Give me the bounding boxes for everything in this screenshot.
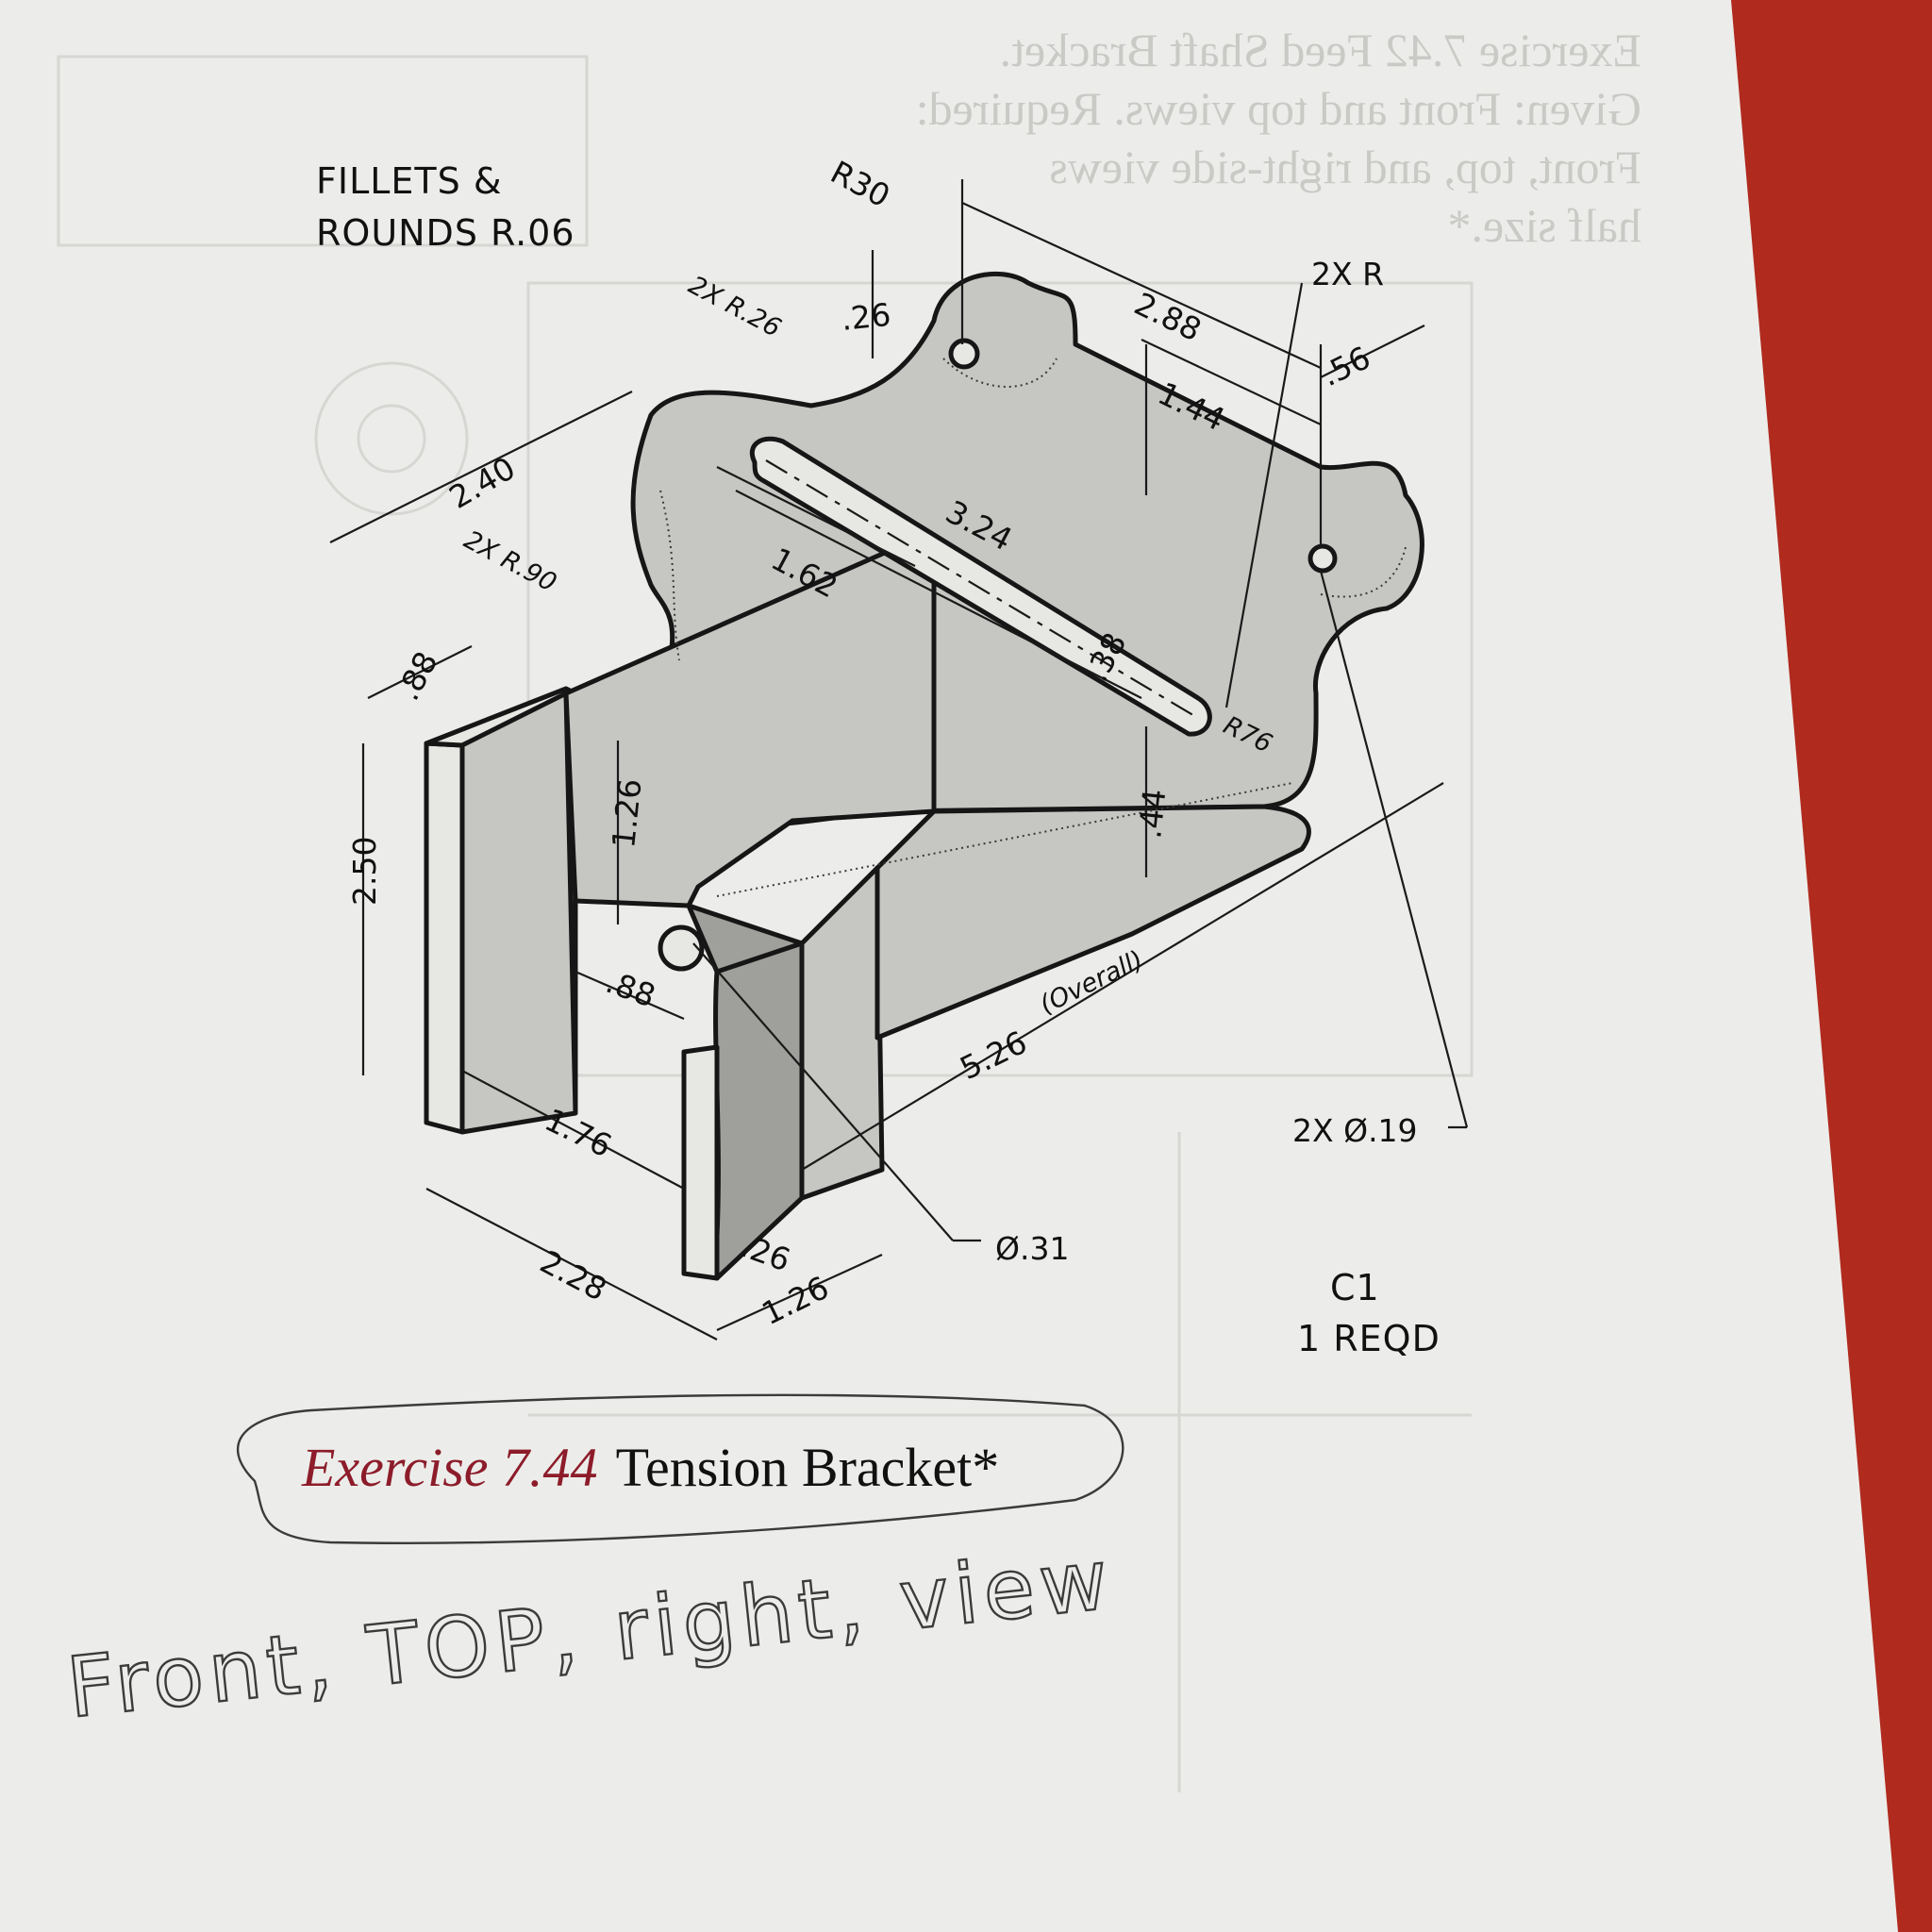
hand-drawn-ellipse	[236, 1393, 1124, 1544]
inner-web	[459, 691, 578, 1135]
left-upright-face	[424, 741, 465, 1135]
fillet-hatch-3	[942, 358, 1058, 388]
front-bore-hole	[658, 924, 705, 972]
fillets-note-line1: FILLETS &	[316, 160, 502, 202]
part-code: C1	[1330, 1267, 1380, 1308]
bleed-through-text: Exercise 7.42 Feed Shaft Bracket. Given:…	[916, 24, 1641, 252]
dim-126-vert: 1.26	[605, 777, 648, 850]
center-slot	[749, 436, 1212, 737]
ghost-line-3: Front, top, and right-side views	[1049, 141, 1641, 193]
fillet-hatch-2	[716, 782, 1293, 897]
right-lug-hole	[1307, 543, 1338, 574]
dim-026-top: .26	[840, 296, 892, 338]
front-block-left-face	[681, 1044, 720, 1281]
dim-2x-dia19: 2X Ø.19	[1292, 1112, 1418, 1149]
ghost-line-2: Given: Front and top views. Required:	[916, 82, 1641, 135]
slot-centerline	[765, 459, 1197, 718]
red-book-edge	[1731, 0, 1932, 1932]
base-top	[874, 804, 1311, 1041]
ghost-line-4: half size.*	[1448, 199, 1641, 252]
exercise-title: Tension Bracket*	[616, 1437, 1000, 1498]
edge-block-top	[716, 941, 803, 974]
exercise-number: Exercise 7.44	[301, 1437, 598, 1498]
dimension-lines	[329, 179, 1469, 1341]
fillet-hatch-4	[1320, 546, 1407, 598]
tension-bracket-isometric	[424, 271, 1424, 1281]
dim-250: 2.50	[346, 837, 383, 906]
dim-dia31: Ø.31	[995, 1230, 1069, 1267]
caption: Exercise 7.44 Tension Bracket*	[301, 1437, 999, 1498]
caption-block: Exercise 7.44 Tension Bracket*	[236, 1393, 1124, 1544]
quantity-note: 1 REQD	[1297, 1318, 1441, 1359]
dim-2x-r: 2X R	[1311, 256, 1384, 292]
upper-hole	[948, 338, 980, 370]
fillets-note-line2: ROUNDS R.06	[316, 212, 575, 254]
dim-044: .44	[1131, 788, 1173, 841]
ghost-line-1: Exercise 7.42 Feed Shaft Bracket.	[1000, 24, 1641, 76]
